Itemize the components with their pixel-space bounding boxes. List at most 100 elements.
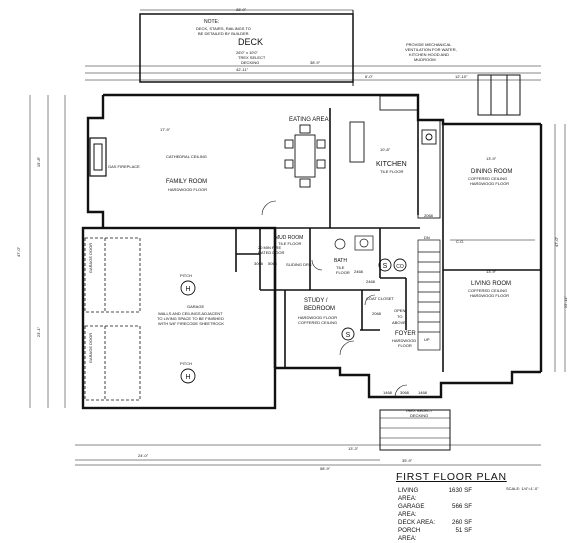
bay-window — [477, 74, 521, 116]
dim-right-total: 47'-0" — [554, 236, 560, 248]
stairs — [417, 239, 441, 351]
foyer-floor1: HARDWOOD — [392, 338, 417, 343]
garage-door-1: GARAGE DOOR — [88, 242, 94, 274]
fire-door-1: 20 MIN FIRE — [258, 245, 282, 250]
family-room-label: FAMILY ROOM — [166, 179, 208, 185]
door-1468-a: 1468 — [383, 390, 392, 395]
door-2068-a: 2068 — [424, 213, 433, 218]
vent-note-1: PROVIDE MECHANICAL — [406, 42, 452, 47]
plan-scale: SCALE: 1/4"=1'-0" — [506, 486, 539, 491]
dim-left-total: 47'-0" — [16, 246, 22, 258]
bath-floor2: FLOOR — [336, 270, 350, 275]
cathedral-ceiling-label: CATHEDRAL CEILING — [166, 154, 207, 159]
deck-note-head: NOTE: — [204, 19, 220, 25]
door-3068-a: 3068 — [254, 261, 263, 266]
dim-family: 17'-9" — [160, 127, 171, 132]
bath-floor1: TILE — [336, 265, 345, 270]
porch-note-1: TREX SELECT — [405, 408, 433, 413]
garage-doors — [84, 237, 141, 401]
open-above-1: OPEN — [394, 308, 406, 313]
garage-door-2: GARAGE DOOR — [88, 332, 94, 364]
area-value: 260 SF — [452, 519, 472, 526]
dim-left-19: 19'-8" — [36, 156, 42, 168]
dim-top-total: 38'-9" — [310, 60, 321, 65]
door-2068-b: 2068 — [372, 311, 381, 316]
area-row-living: LIVING AREA: 1630 SF — [398, 487, 472, 503]
door-1468-b: 1468 — [418, 390, 427, 395]
vent-note-2: VENTILATION FOR WATER, — [405, 47, 457, 52]
dining-sub1: COFFERED CEILING — [468, 176, 508, 181]
dim-top-6: 6'-0" — [365, 74, 373, 79]
area-label: PORCH AREA: — [398, 527, 421, 542]
dim-kitchen: 10'-8" — [380, 147, 391, 152]
heat-symbol-2: H — [185, 374, 190, 381]
floor-plan-drawing: H H S CO S — [29, 9, 566, 466]
co-symbol: CO — [396, 264, 404, 270]
stair-up-label: UP — [424, 337, 430, 342]
gas-fireplace-label: GAS FIREPLACE — [108, 164, 140, 169]
area-row-garage: GARAGE AREA:566 SF — [398, 503, 472, 519]
porch — [379, 409, 451, 451]
heat-symbol-1: H — [185, 286, 190, 293]
deck-label: DECK — [238, 37, 264, 47]
study-sub2: COFFERED CEILING — [298, 320, 338, 325]
dim-bottom-overall: 24'-0" — [138, 453, 149, 458]
deck-trex-2: DECKING — [241, 60, 260, 65]
vent-note-3: KITCHEN HOOD AND — [409, 52, 450, 57]
cased-opening-label: C.O. — [456, 239, 465, 244]
deck-trex-1: TREX SELECT — [238, 55, 266, 60]
porch-note-2: DECKING — [410, 413, 429, 418]
dining-table — [284, 124, 326, 188]
mud-floor-label: TILE FLOOR — [278, 241, 302, 246]
dimension-lines — [29, 65, 566, 466]
study-label: STUDY / — [304, 298, 328, 304]
garage-note-1: WALLS AND CEILINGS ADJACENT — [158, 311, 223, 316]
living-sub1: COFFERED CEILING — [468, 288, 508, 293]
garage-note-2: TO LIVING SPACE TO BE FINISHED — [157, 316, 224, 321]
plan-title: FIRST FLOOR PLAN — [396, 471, 507, 483]
family-floor-label: HARDWOOD FLOOR — [168, 187, 208, 192]
dim-top-12: 12'-10" — [455, 74, 468, 79]
dim-dining: 13'-9" — [486, 156, 497, 161]
door-5068: 5068 — [268, 261, 277, 266]
door-2468-b: 2468 — [366, 279, 375, 284]
dim-bottom-13: 13'-3" — [348, 446, 359, 451]
coat-closet-label: COAT CLOSET — [366, 296, 394, 301]
area-label: GARAGE AREA: — [398, 503, 425, 518]
pitch-label-1: PITCH — [180, 273, 192, 278]
garage-note-3: WITH 5/8" FIRECODE SHEETROCK — [158, 321, 225, 326]
area-value: 1630 SF — [448, 487, 472, 494]
door-2468-a: 2468 — [354, 269, 363, 274]
sliding-doors-label: SLIDING DRS — [286, 262, 312, 267]
area-row-deck: DECK AREA:260 SF — [398, 519, 472, 527]
dim-left-23: 23'-1" — [36, 326, 42, 338]
foyer-floor2: FLOOR — [398, 343, 412, 348]
vent-note-4: MUDROOM — [414, 57, 436, 62]
exterior-walls — [81, 93, 543, 410]
area-row-porch: PORCH AREA: 51 SF — [398, 527, 472, 543]
kitchen-floor-label: TILE FLOOR — [380, 169, 404, 174]
dim-bottom-total: 58'-9" — [320, 466, 331, 471]
living-room-label: LIVING ROOM — [471, 281, 512, 287]
area-schedule: LIVING AREA: 1630 SF GARAGE AREA:566 SF D… — [398, 487, 472, 543]
open-above-2: TO — [397, 314, 403, 319]
kitchen-label: KITCHEN — [376, 161, 407, 168]
smoke-symbol-2: S — [346, 332, 351, 339]
dim-top-42: 42'-11" — [236, 67, 249, 72]
area-label: LIVING AREA: — [398, 487, 419, 502]
smoke-symbol-1: S — [383, 263, 388, 270]
bath-label: BATH — [334, 258, 347, 264]
dining-room-label: DINING ROOM — [471, 169, 513, 175]
garage-outline — [81, 226, 277, 410]
dim-right-25: 25'-11" — [563, 295, 569, 309]
garage-note-head: GARAGE — [187, 304, 205, 309]
dim-top-overall: 28'-0" — [236, 7, 247, 12]
foyer-label: FOYER — [395, 331, 416, 337]
study-label-2: BEDROOM — [304, 306, 336, 312]
dim-bottom-35: 35'-9" — [402, 458, 413, 463]
pitch-label-2: PITCH — [180, 361, 192, 366]
area-value: 51 SF — [455, 527, 472, 534]
open-above-3: ABOVE — [392, 320, 406, 325]
deck-note-2: BE DETAILED BY BUILDER. — [198, 31, 250, 36]
eating-area-label: EATING AREA — [289, 117, 329, 123]
